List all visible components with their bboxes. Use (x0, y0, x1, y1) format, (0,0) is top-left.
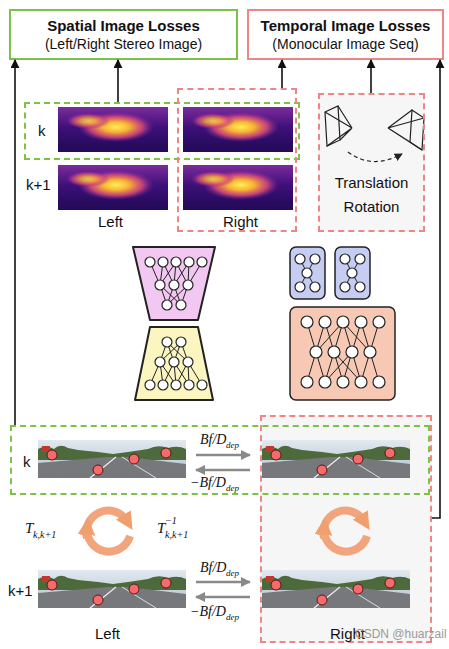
math-subscript: dep (226, 612, 239, 622)
watermark: CSDN @huarzail (355, 628, 447, 642)
monocular-group: Right (260, 415, 432, 643)
math-subscript: dep (226, 440, 239, 450)
math-subscript: k,k+1 (33, 529, 56, 541)
monocular-group: Right (177, 88, 297, 232)
flow-arrow (14, 60, 16, 425)
box-title: Temporal Image Losses (261, 16, 431, 36)
box-text: k (23, 453, 31, 470)
math-superscript: −1 (165, 515, 177, 527)
box-text: k (38, 122, 46, 139)
math-label: T (157, 520, 165, 537)
stereo-group: k (24, 102, 300, 160)
math-label: Bf/D (200, 432, 226, 448)
loss-box: Spatial Image Losses(Left/Right Stereo I… (9, 9, 238, 60)
math-subscript: k,k+1 (165, 529, 188, 541)
math-label: T (25, 520, 33, 537)
column-label: Left (98, 213, 123, 230)
row-label: k+1 (26, 176, 51, 193)
math-label: Bf/D (200, 560, 226, 576)
box-text: (Left/Right Stereo Image) (45, 35, 202, 53)
math-subscript: dep (226, 483, 239, 493)
flow-arrow (117, 60, 119, 102)
flow-arrow (432, 60, 440, 518)
pose-box: Translation Rotation (318, 93, 425, 232)
box-text: (Monocular Image Seq) (272, 35, 418, 53)
box-text: Translation Rotation (324, 171, 420, 219)
box-title: Spatial Image Losses (47, 16, 200, 36)
flow-arrow (281, 60, 283, 88)
math-subscript: dep (226, 568, 239, 578)
flow-arrow (370, 60, 372, 93)
row-label: k+1 (8, 582, 33, 599)
column-label: Left (95, 625, 120, 642)
math-label: −Bf/D (190, 475, 226, 491)
math-label: −Bf/D (190, 604, 226, 620)
loss-box: Temporal Image Losses(Monocular Image Se… (247, 9, 444, 60)
box-text: Right (223, 213, 258, 230)
